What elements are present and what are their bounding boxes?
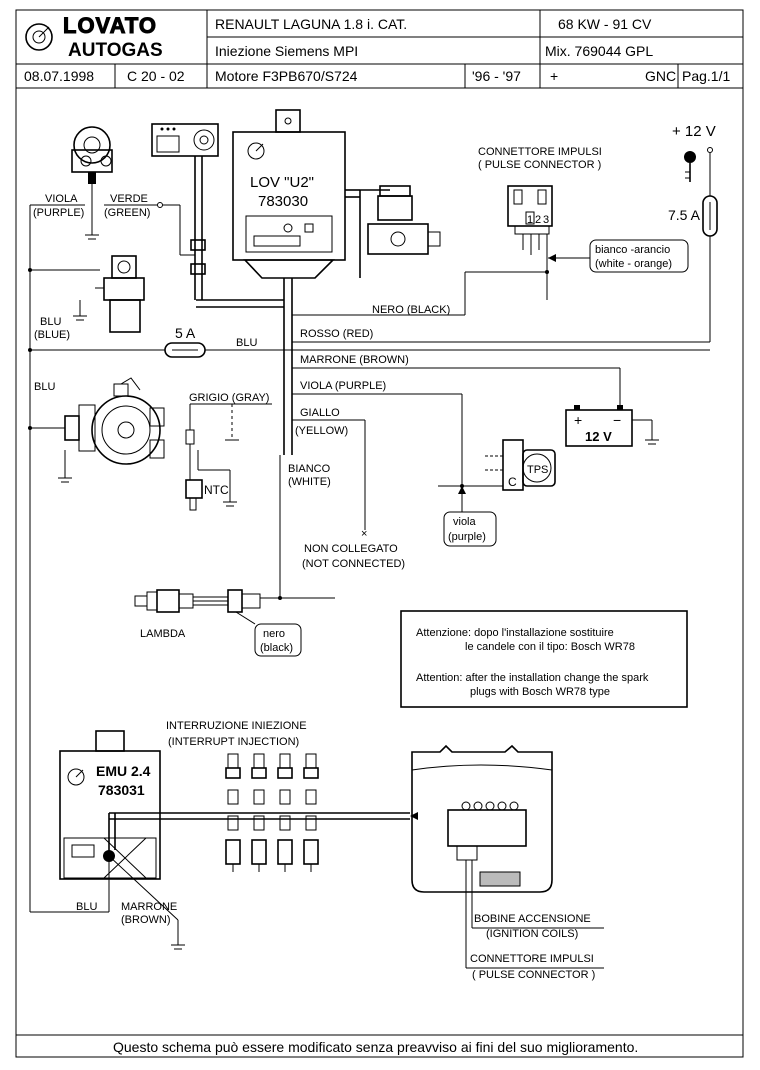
emu-code: 783031 (98, 782, 145, 798)
title-block (15, 9, 744, 1058)
battery-voltage: 12 V (585, 429, 612, 444)
lovato-logo: LOVATO AUTOGAS (25, 13, 163, 61)
lov-u2-ecu: LOV "U2" 783030 (232, 109, 346, 279)
logo-name: LOVATO (63, 13, 157, 38)
header-vehicle: RENAULT LAGUNA 1.8 i. CAT. (215, 16, 407, 32)
pulse-pin-1: 1 (527, 214, 533, 226)
injector-connector-3 (277, 753, 293, 872)
injector-connector-1 (225, 753, 241, 872)
header-injection: Iniezione Siemens MPI (215, 43, 358, 59)
header-fuel: GNC (645, 68, 676, 84)
emu-name: EMU 2.4 (96, 763, 151, 779)
label-fuse5: 5 A (175, 325, 196, 341)
logo-sub: AUTOGAS (68, 40, 163, 61)
injector-connector-2 (251, 753, 267, 872)
battery-icon: + − 12 V (565, 405, 633, 447)
label-pulse-it: CONNETTORE IMPULSI (478, 146, 602, 158)
label-nero-small-en: (black) (260, 642, 293, 654)
label-nero-black: NERO (BLACK) (372, 304, 450, 316)
not-connected-mark: × (361, 528, 367, 540)
lov-code: 783030 (258, 193, 308, 210)
header-mix: Mix. 769044 GPL (545, 43, 653, 59)
header-years: '96 - '97 (472, 68, 521, 84)
lambda-sensor-icon (134, 589, 261, 613)
label-interruzione: INTERRUZIONE INIEZIONE (166, 720, 307, 732)
label-viola1-en: (PURPLE) (33, 207, 84, 219)
label-bianco: BIANCO (288, 463, 331, 475)
label-marrone-bottom: MARRONE (121, 901, 177, 913)
header-engine: Motore F3PB670/S724 (215, 68, 358, 84)
label-viola1: VIOLA (45, 193, 78, 205)
label-nero-small-it: nero (263, 628, 285, 640)
tps-label: TPS (527, 464, 548, 476)
label-marrone-brown: MARRONE (BROWN) (300, 354, 409, 366)
gas-valve-icon (71, 126, 113, 184)
gas-injector-icon (367, 185, 441, 255)
label-yellow: (YELLOW) (295, 425, 348, 437)
label-not-connected: (NOT CONNECTED) (302, 558, 405, 570)
note-it-line2: le candele con il tipo: Bosch WR78 (465, 641, 635, 653)
header-power: 68 KW - 91 CV (558, 16, 652, 32)
header-page: Pag.1/1 (682, 68, 730, 84)
label-viola-purple: VIOLA (PURPLE) (300, 380, 386, 392)
fuse-5a-icon (164, 342, 206, 358)
tps-c-label: C (508, 475, 517, 489)
label-verde: VERDE (110, 193, 148, 205)
header-code: C 20 - 02 (127, 68, 185, 84)
battery-minus: − (613, 412, 621, 428)
label-interrupt: (INTERRUPT INJECTION) (168, 736, 299, 748)
emu-ecu: EMU 2.4 783031 (59, 730, 161, 880)
tps-sensor-icon: TPS C (485, 439, 556, 491)
label-blue: (BLUE) (34, 329, 70, 341)
lpg-solenoid-icon (95, 255, 145, 333)
ignition-coil-icon (411, 744, 553, 893)
pulse-connector-icon: 1 2 3 (507, 185, 553, 235)
label-blu: BLU (40, 316, 61, 328)
label-fuse75: 7.5 A (668, 207, 701, 223)
label-viola-small-it: viola (453, 516, 477, 528)
label-white: (WHITE) (288, 476, 331, 488)
fuse-7-5a-icon (702, 195, 718, 237)
lov-name: LOV "U2" (250, 174, 314, 191)
pulse-pin-3: 3 (543, 214, 549, 226)
pulse-pin-2: 2 (535, 214, 541, 226)
label-blu-bottom: BLU (76, 901, 97, 913)
label-blu-wire: BLU (236, 337, 257, 349)
label-plus12: + 12 V (672, 123, 716, 140)
reducer-icon (64, 377, 165, 465)
attention-box: Attenzione: dopo l'installazione sostitu… (400, 610, 688, 708)
header-plus: + (550, 68, 558, 84)
label-viola-small-en: (purple) (448, 531, 486, 543)
label-giallo: GIALLO (300, 407, 340, 419)
label-pulse-en: ( PULSE CONNECTOR ) (478, 159, 601, 171)
label-rosso-red: ROSSO (RED) (300, 328, 373, 340)
footer-note: Questo schema può essere modificato senz… (113, 1039, 638, 1055)
note-it-line1: Attenzione: dopo l'installazione sostitu… (416, 627, 614, 639)
ntc-sensor-icon: NTC (185, 429, 229, 511)
label-non-collegato: NON COLLEGATO (304, 543, 398, 555)
label-ignition-coils: (IGNITION COILS) (486, 928, 578, 940)
label-lambda: LAMBDA (140, 628, 186, 640)
ntc-label: NTC (204, 483, 229, 497)
ignition-key-icon (684, 151, 696, 182)
header-date: 08.07.1998 (24, 68, 94, 84)
label-verde-en: (GREEN) (104, 207, 150, 219)
label-bobine: BOBINE ACCENSIONE (474, 913, 591, 925)
label-pulse2-en: ( PULSE CONNECTOR ) (472, 969, 595, 981)
note-en-line2: plugs with Bosch WR78 type (470, 686, 610, 698)
label-white-orange-it: bianco -arancio (595, 244, 670, 256)
note-en-line1: Attention: after the installation change… (416, 672, 649, 684)
injector-connectors (225, 753, 319, 872)
switch-icon (151, 123, 219, 157)
label-blu-left: BLU (34, 381, 55, 393)
label-grigio-gray: GRIGIO (GRAY) (189, 392, 269, 404)
injector-connector-4 (303, 753, 319, 872)
battery-plus: + (574, 412, 582, 428)
label-white-orange-en: (white - orange) (595, 258, 672, 270)
label-pulse2-it: CONNETTORE IMPULSI (470, 953, 594, 965)
label-brown-bottom: (BROWN) (121, 914, 171, 926)
